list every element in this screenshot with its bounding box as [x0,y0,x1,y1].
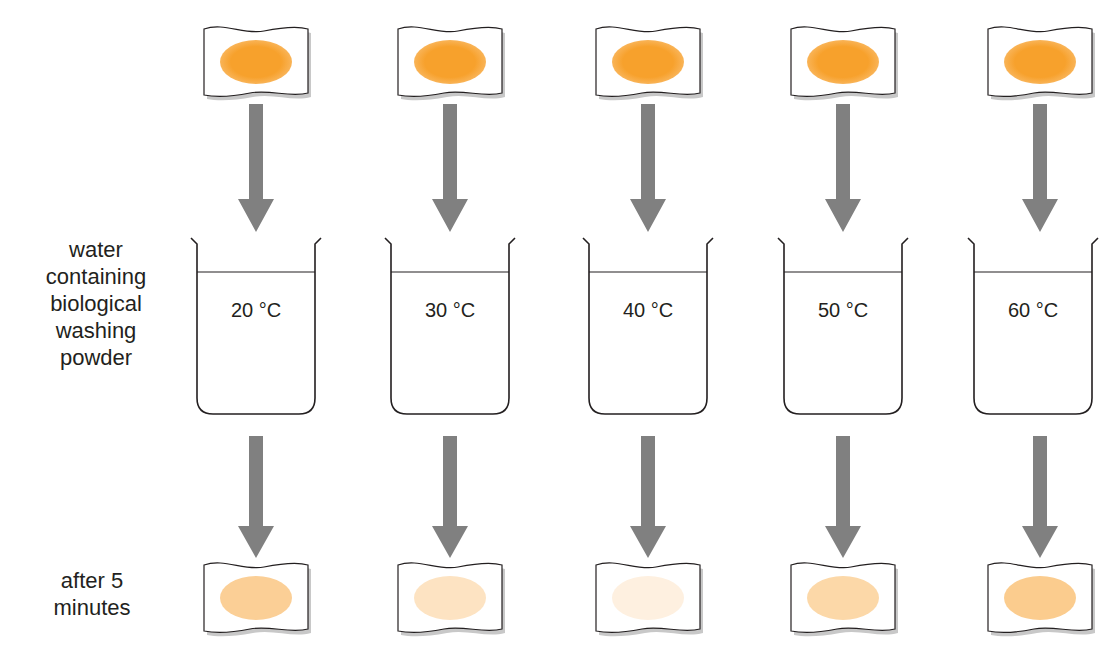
beaker: 30 °C [385,238,515,416]
cloth-before [204,27,1095,100]
beaker-outline [385,238,515,416]
beaker: 60 °C [968,238,1098,416]
temperature-label: 40 °C [583,299,713,322]
beaker-outline [778,238,908,416]
temperature-label: 20 °C [191,299,321,322]
beaker: 40 °C [583,238,713,416]
temperature-label: 30 °C [385,299,515,322]
temperature-label: 60 °C [968,299,1098,322]
water-line [974,271,1092,272]
water-line [197,271,315,272]
beaker-outline [191,238,321,416]
cloth-after [204,563,1095,636]
beaker-outline [583,238,713,416]
down-arrow [238,104,1058,558]
water-line [391,271,509,272]
water-line [784,271,902,272]
side-label: after 5 minutes [27,567,157,621]
beaker: 20 °C [191,238,321,416]
water-line [589,271,707,272]
beaker-outline [968,238,1098,416]
temperature-label: 50 °C [778,299,908,322]
beaker: 50 °C [778,238,908,416]
side-label: water containing biological washing powd… [21,236,171,371]
